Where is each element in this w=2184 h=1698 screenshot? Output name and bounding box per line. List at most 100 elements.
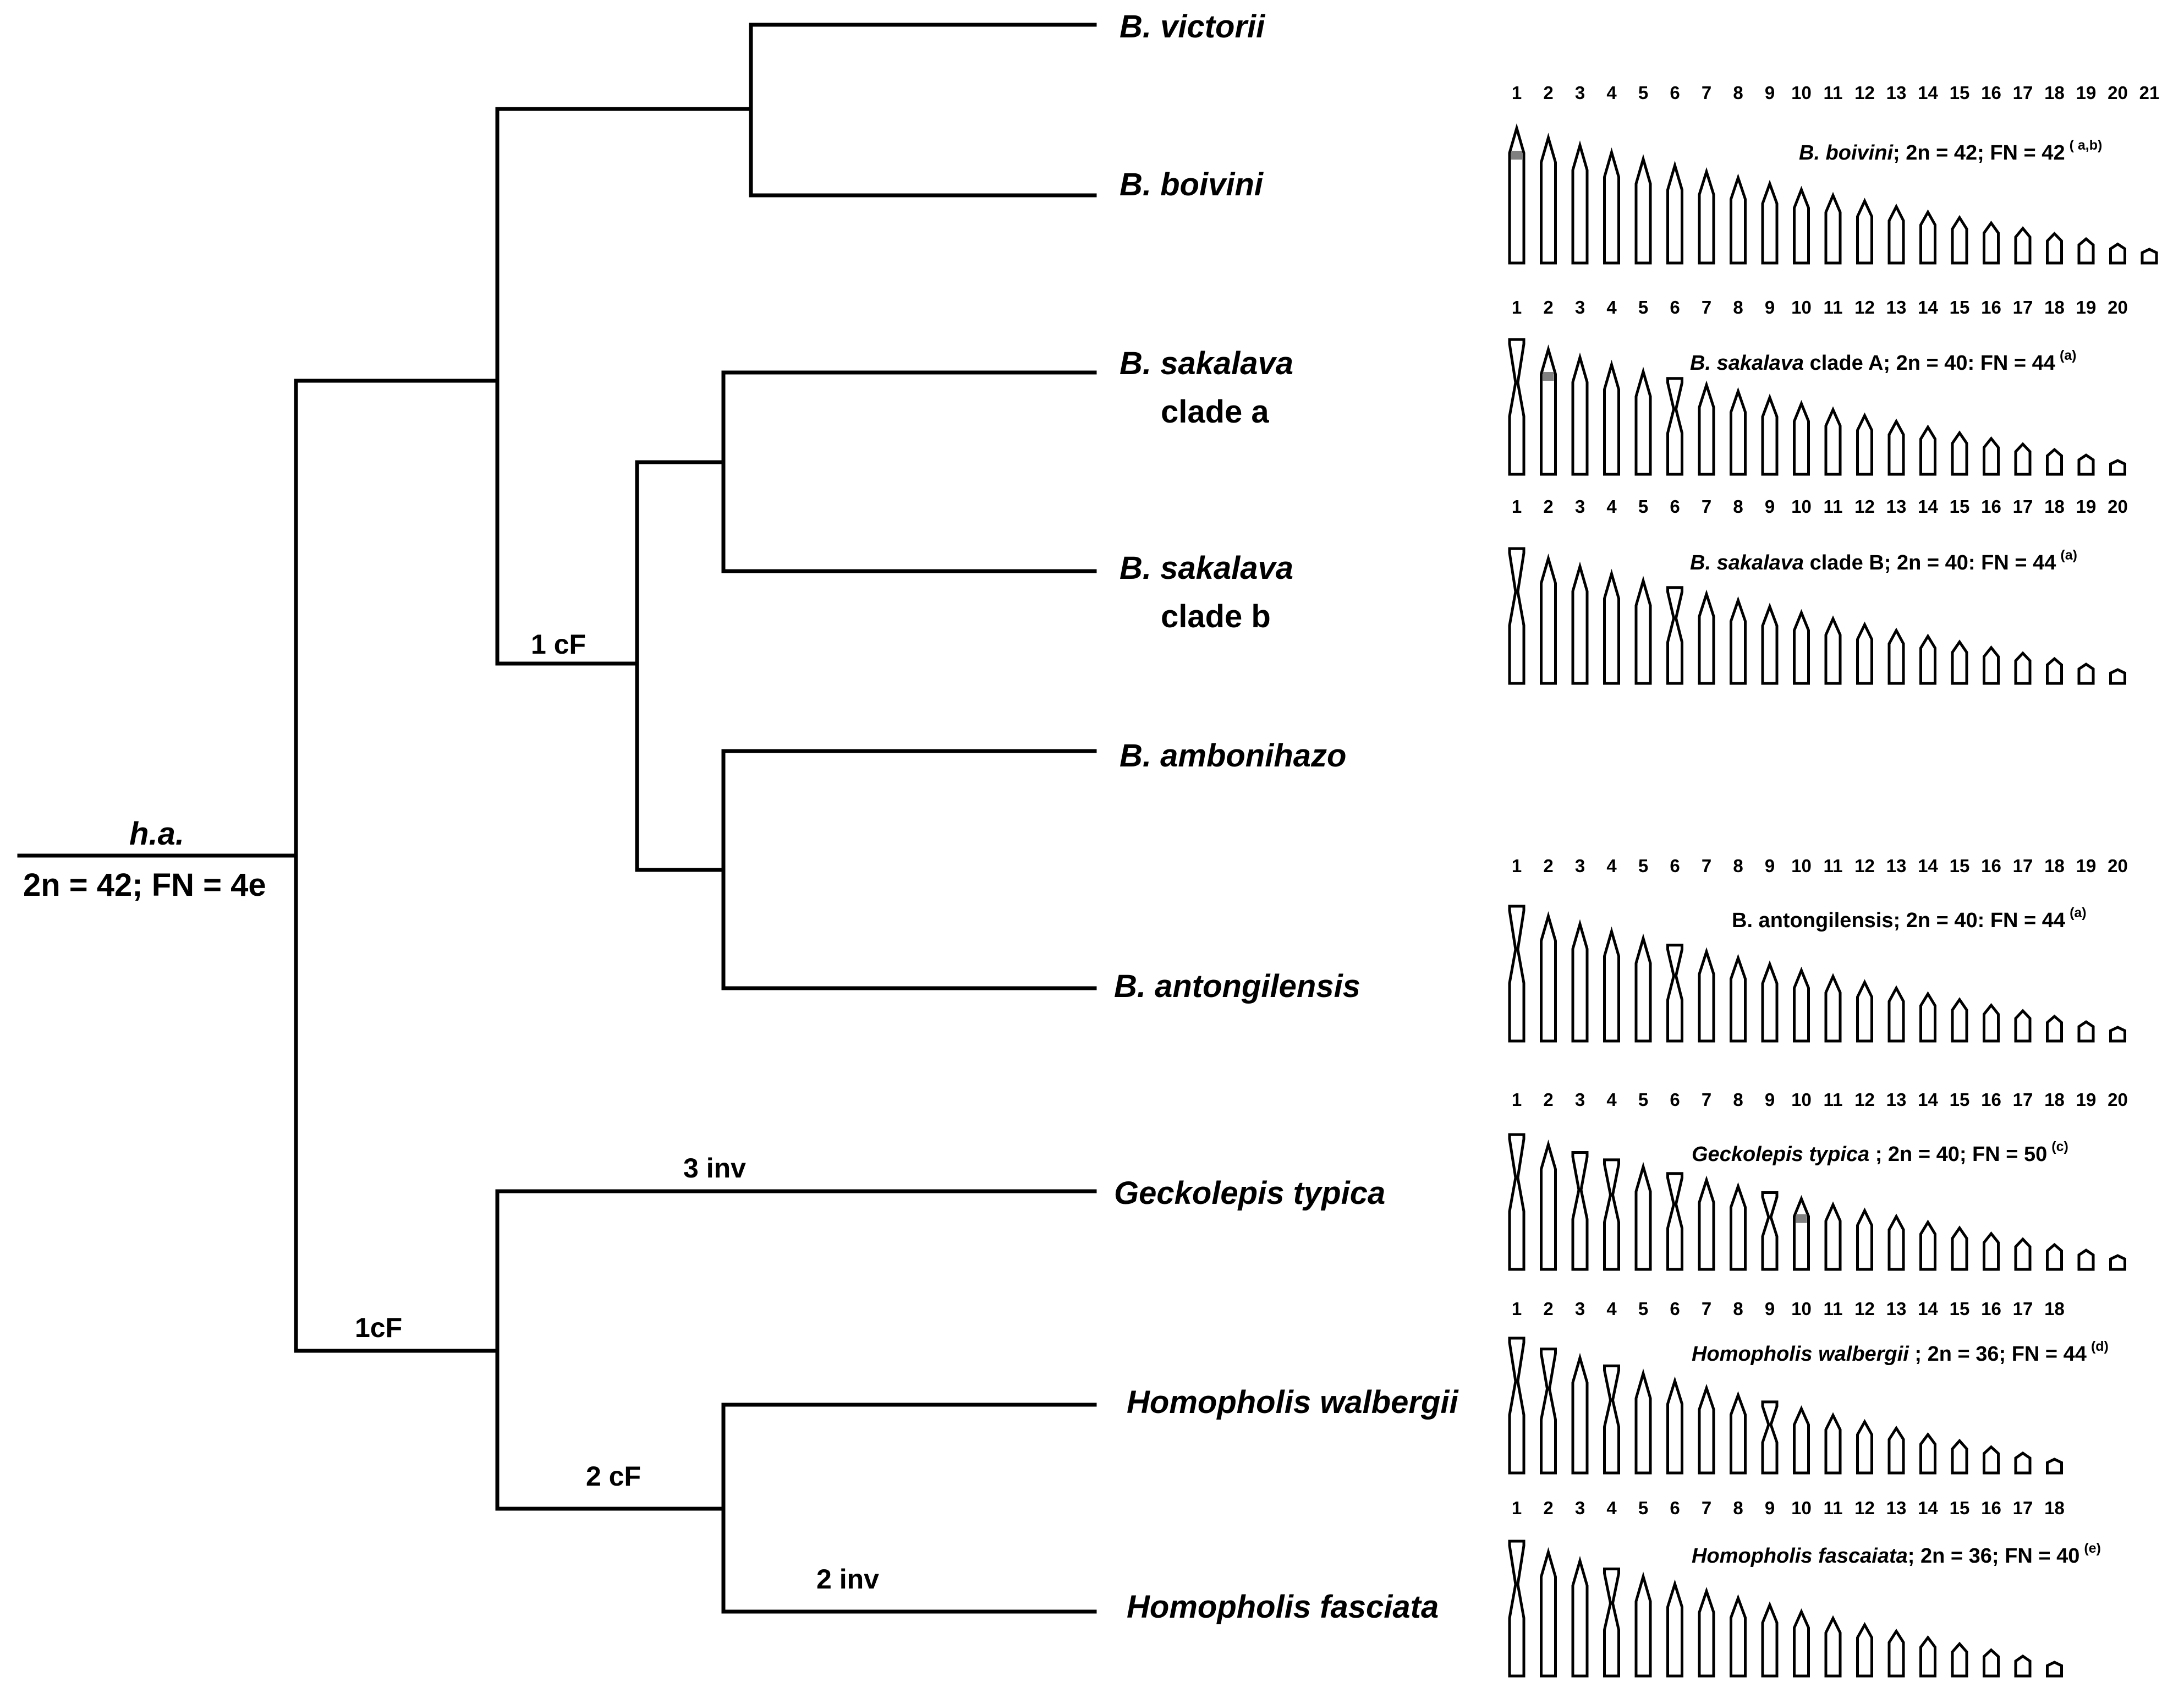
- karyotype-label: B. antongilensis; 2n = 40: FN = 44(a): [1732, 905, 2087, 932]
- chromosome-8: [1730, 173, 1747, 265]
- chromosome-number: 4: [1606, 1299, 1617, 1319]
- chromosome-number: 12: [1854, 297, 1875, 317]
- chromosome-number: 19: [2076, 83, 2097, 103]
- chromosome-number: 11: [1824, 856, 1843, 876]
- karyotype-label: B. sakalava clade A; 2n = 40: FN = 44(a): [1690, 348, 2077, 375]
- chromosome-number: 19: [2076, 496, 2097, 517]
- centromere-mark: [1511, 151, 1522, 160]
- chromosome-9: [1761, 1400, 1779, 1475]
- chromosome-20: [2109, 1026, 2126, 1043]
- chromosome-20: [2109, 459, 2126, 476]
- chromosome-10: [1793, 185, 1810, 265]
- chromosome-13: [1887, 1213, 1905, 1271]
- chromosome-number: 6: [1670, 1089, 1680, 1110]
- chromosome-12: [1856, 621, 1873, 685]
- chromosome-3: [1571, 561, 1589, 685]
- chromosome-number: 4: [1606, 297, 1617, 317]
- chromosome-number: 3: [1575, 1299, 1585, 1319]
- chromosome-4: [1603, 1158, 1620, 1271]
- chromosome-9: [1761, 960, 1779, 1043]
- chromosome-14: [1919, 1635, 1936, 1678]
- taxon-b-sakalava-b-clade: clade b: [1161, 599, 1271, 634]
- chromosome-6: [1666, 377, 1683, 476]
- chromosome-9: [1761, 1191, 1779, 1271]
- chromosome-16: [1983, 1445, 2000, 1475]
- chromosome-9: [1761, 602, 1779, 685]
- chromosome-17: [2014, 1654, 2032, 1678]
- chromosome-15: [1951, 1438, 1968, 1475]
- chromosome-number: 11: [1824, 496, 1843, 517]
- chromosome-18: [2046, 1661, 2063, 1678]
- chromosome-18: [2046, 447, 2063, 476]
- chromosome-6: [1666, 586, 1683, 685]
- chromosome-number: 10: [1791, 1299, 1812, 1319]
- karyotype-label: Homopholis fascaiata; 2n = 36; FN = 40(e…: [1692, 1541, 2101, 1568]
- chromosome-1: [1508, 905, 1525, 1043]
- chromosome-12: [1856, 412, 1873, 476]
- chromosome-19: [2077, 1020, 2095, 1043]
- taxon-homopholis-fasciata: Homopholis fasciata: [1127, 1589, 1439, 1625]
- chromosome-7: [1698, 1175, 1715, 1271]
- chromosome-number: 13: [1886, 1089, 1907, 1110]
- karyotype-label: B. boivini; 2n = 42; FN = 42( a,b): [1799, 138, 2102, 165]
- chromosome-number: 14: [1918, 1089, 1938, 1110]
- chromosome-8: [1730, 954, 1747, 1043]
- chromosome-14: [1919, 991, 1936, 1043]
- chromosome-number: 3: [1575, 297, 1585, 317]
- chromosome-17: [2014, 1009, 2032, 1043]
- chromosome-16: [1983, 220, 2000, 265]
- chromosome-15: [1951, 430, 1968, 476]
- chromosome-1: [1508, 123, 1525, 265]
- chromosome-number: 8: [1733, 1498, 1743, 1518]
- chromosome-number: 8: [1733, 1089, 1743, 1110]
- chromosome-1: [1508, 338, 1525, 476]
- chromosome-10: [1793, 1405, 1810, 1475]
- chromosome-6: [1666, 1172, 1683, 1271]
- chromosome-number: 14: [1918, 1299, 1938, 1319]
- node-label-2inv: 2 inv: [816, 1564, 879, 1595]
- chromosome-number: 8: [1733, 83, 1743, 103]
- chromosome-14: [1919, 1219, 1936, 1271]
- chromosome-number: 8: [1733, 297, 1743, 317]
- chromosome-number: 9: [1765, 1498, 1775, 1518]
- chromosome-number: 5: [1638, 496, 1648, 517]
- chromosome-number: 15: [1950, 83, 1970, 103]
- chromosome-9: [1761, 393, 1779, 476]
- chromosome-7: [1698, 589, 1715, 685]
- chromosome-3: [1571, 919, 1589, 1043]
- chromosome-number: 2: [1543, 1498, 1553, 1518]
- chromosome-number: 1: [1512, 1498, 1522, 1518]
- chromosome-number: 6: [1670, 1498, 1680, 1518]
- chromosome-18: [2046, 1458, 2063, 1475]
- chromosome-number: 12: [1854, 856, 1875, 876]
- chromosome-number: 5: [1638, 1498, 1648, 1518]
- chromosome-7: [1698, 380, 1715, 476]
- chromosome-12: [1856, 1207, 1873, 1271]
- chromosome-number: 18: [2044, 297, 2065, 317]
- taxon-b-sakalava-b: B. sakalava: [1120, 550, 1293, 586]
- chromosome-13: [1887, 627, 1905, 685]
- chromosome-number: 1: [1512, 297, 1522, 317]
- chromosome-number: 16: [1981, 856, 2001, 876]
- chromosome-19: [2077, 662, 2095, 685]
- chromosome-number: 2: [1543, 83, 1553, 103]
- chromosome-number: 11: [1824, 1498, 1843, 1518]
- chromosome-5: [1634, 154, 1652, 265]
- chromosome-5: [1634, 1571, 1652, 1678]
- chromosome-2: [1540, 911, 1557, 1043]
- chromosome-number: 2: [1543, 856, 1553, 876]
- chromosome-4: [1603, 568, 1620, 685]
- chromosome-number: 18: [2044, 856, 2065, 876]
- chromosome-number: 7: [1702, 1498, 1711, 1518]
- chromosome-number: 12: [1854, 1498, 1875, 1518]
- chromosome-number: 13: [1886, 1498, 1907, 1518]
- chromosome-15: [1951, 997, 1968, 1043]
- chromosome-19: [2077, 1248, 2095, 1271]
- chromosome-1: [1508, 1133, 1525, 1271]
- taxon-b-boivini: B. boivini: [1120, 167, 1264, 202]
